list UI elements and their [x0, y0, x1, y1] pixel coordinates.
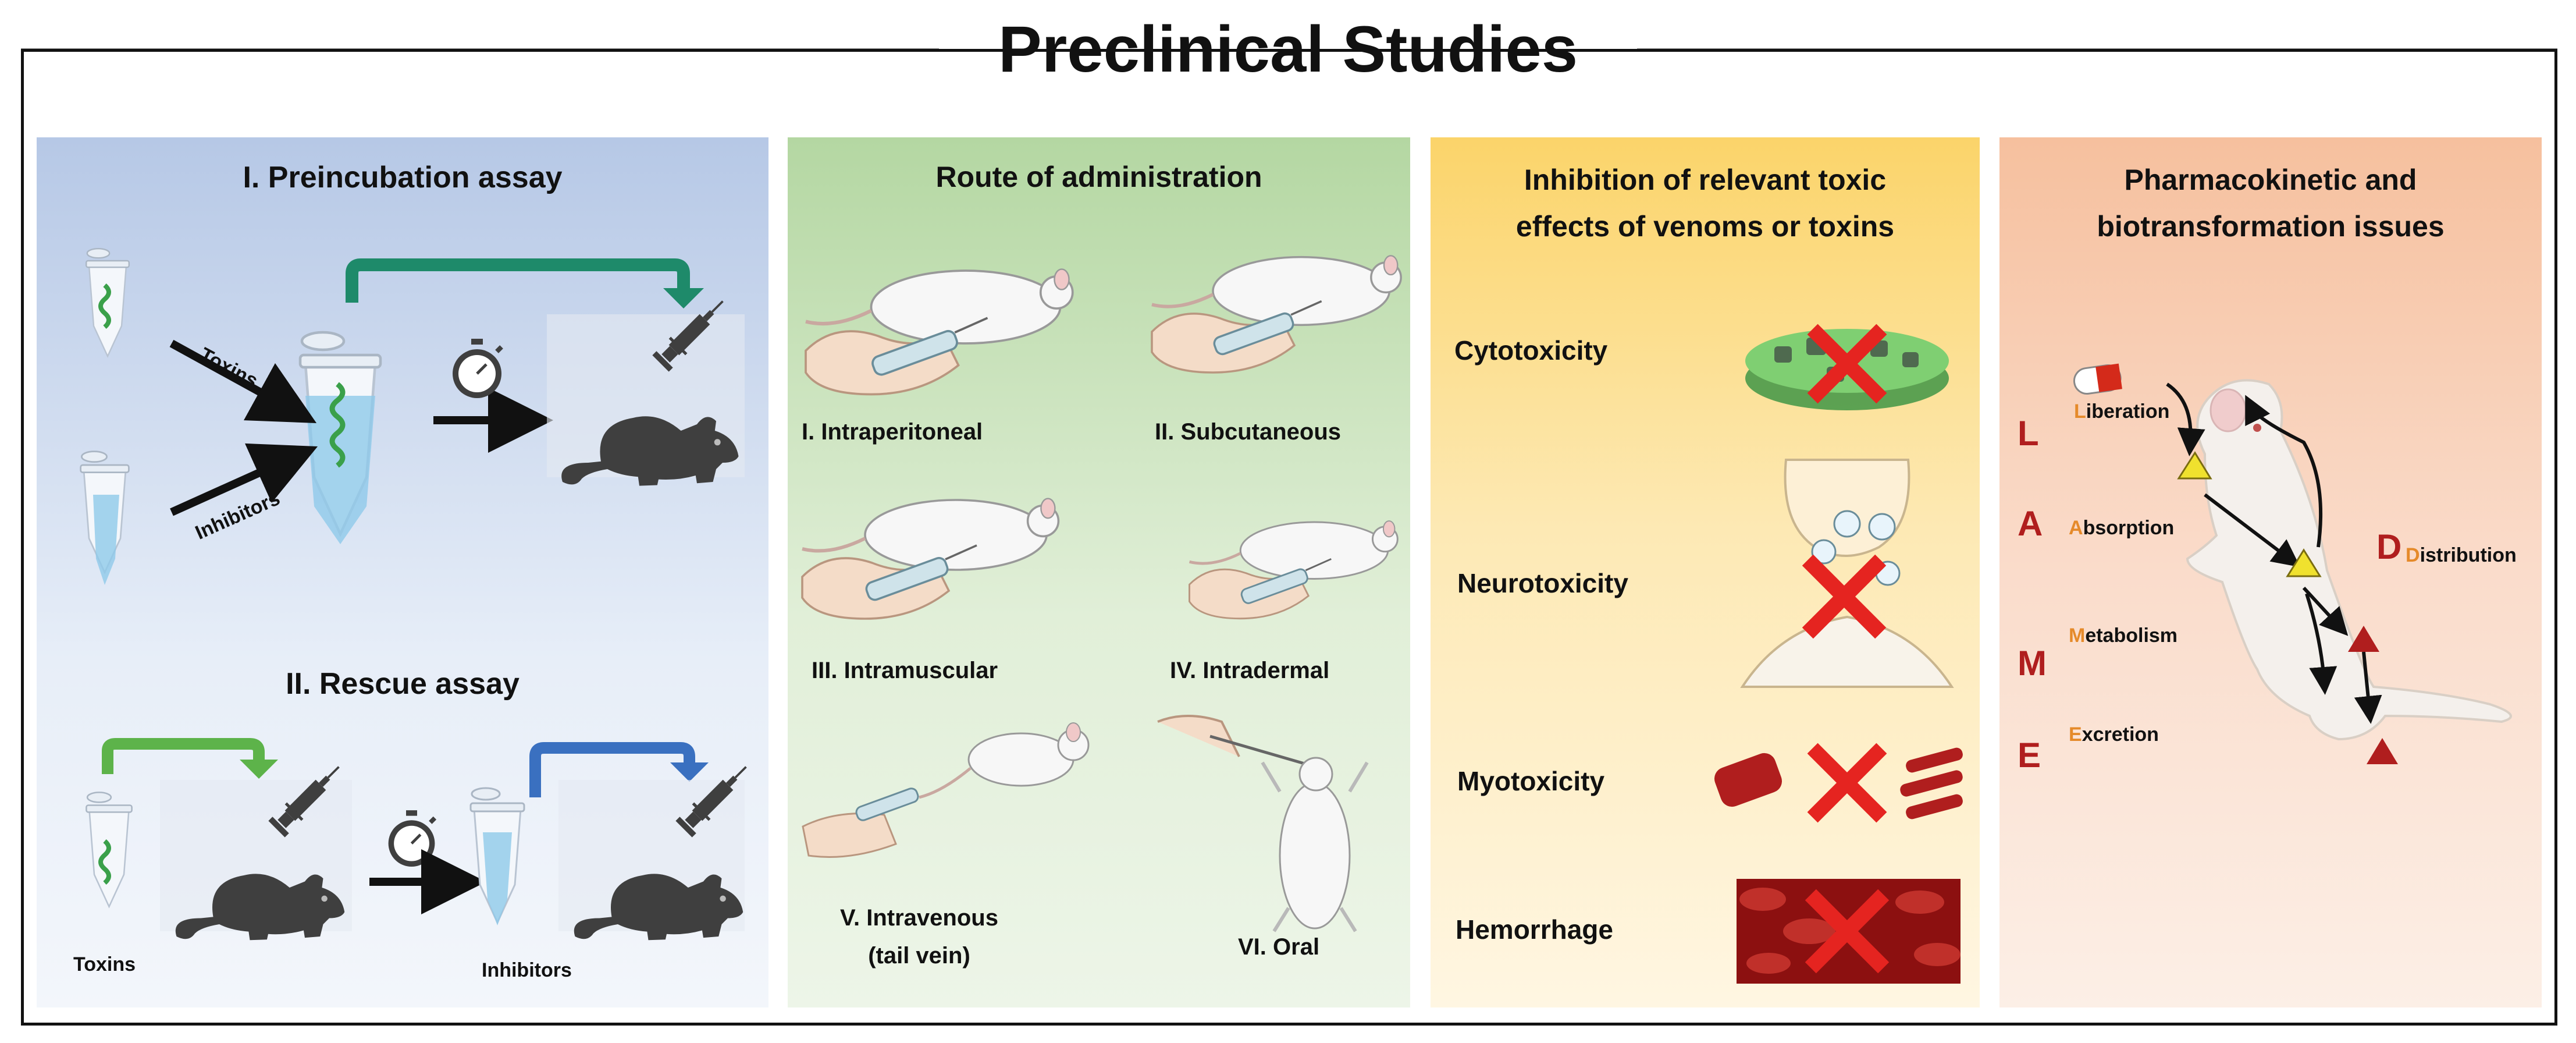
ladme-excretion: Excretion — [2069, 723, 2159, 746]
route-intradermal: IV. Intradermal — [1170, 658, 1330, 683]
rescue-heading: II. Rescue assay — [286, 667, 520, 701]
route-intravenous: V. Intravenous — [840, 905, 998, 931]
effect-myotoxicity: Myotoxicity — [1457, 766, 1605, 796]
effects-heading-line1: Inhibition of relevant toxic — [1524, 164, 1887, 196]
ladme-absorption: Absorption — [2069, 517, 2175, 539]
route-oral: VI. Oral — [1238, 934, 1320, 960]
ladme-A-letter: A — [2018, 504, 2043, 543]
pk-heading-line1: Pharmacokinetic and — [2124, 164, 2417, 196]
effect-cytotoxicity: Cytotoxicity — [1454, 335, 1608, 366]
ladme-metabolism: Metabolism — [2069, 625, 2178, 647]
pk-heading-line2: biotransformation issues — [2097, 210, 2445, 243]
effects-heading-line2: effects of venoms or toxins — [1515, 210, 1895, 243]
rescue-toxins-label: Toxins — [73, 953, 136, 975]
ladme-L-letter: L — [2018, 414, 2039, 453]
outer-frame — [21, 49, 2557, 1026]
ladme-distribution: Distribution — [2406, 544, 2517, 566]
ladme-E-letter: E — [2018, 736, 2041, 775]
route-intravenous-note: (tail vein) — [868, 943, 970, 968]
route-intramuscular: III. Intramuscular — [812, 658, 998, 683]
effect-hemorrhage: Hemorrhage — [1456, 914, 1613, 945]
rescue-inhibitors-label: Inhibitors — [482, 959, 572, 981]
ladme-M-letter: M — [2018, 644, 2047, 683]
ladme-liberation: Liberation — [2074, 400, 2170, 423]
effect-neurotoxicity: Neurotoxicity — [1457, 568, 1628, 598]
route-subcutaneous: II. Subcutaneous — [1155, 419, 1342, 445]
routes-heading: Route of administration — [935, 161, 1262, 193]
ladme-D-letter: D — [2376, 527, 2402, 566]
preincubation-heading: I. Preincubation assay — [243, 161, 563, 194]
route-intraperitoneal: I. Intraperitoneal — [802, 419, 983, 445]
